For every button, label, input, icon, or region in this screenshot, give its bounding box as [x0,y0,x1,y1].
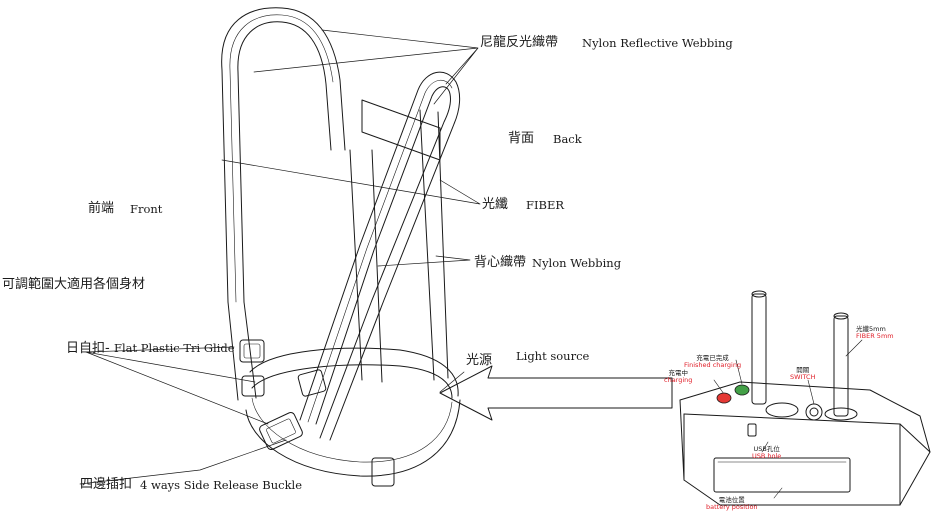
label-light-source-en: Light source [516,349,590,363]
device-switch-cn: 開關 [796,366,810,374]
usb-port [747,423,757,437]
label-front-en: Front [130,202,163,216]
label-vest-webbing-cn: 背心織帶 [474,255,527,270]
label-light-source-cn: 光源 [466,353,493,368]
leader-buckle [79,439,287,485]
device-finished-en: Finished charging [684,361,742,370]
device-usb-en: USB hole [752,452,782,461]
device-battery-cn: 電池位置 [718,496,745,504]
back-strap-outer [221,7,346,303]
led-finished [734,384,750,396]
device-label-usb: USB孔位 USB hole [752,445,782,461]
light-source-device [679,290,931,506]
device-label-switch: 開關 SWITCH [790,366,816,382]
label-buckle-en: 4 ways Side Release Buckle [140,478,303,492]
waist-belt-top [249,347,459,397]
device-label-charging: 充電中 charging [664,369,693,385]
device-fiber-en: FIBER 5mm [856,332,894,341]
shoulder-strap-outer [299,71,461,441]
device-label-fiber: 光纖5mm FIBER 5mm [856,325,894,341]
light-source-arrow [439,365,673,421]
tri-glide-left [239,339,265,363]
device-charging-en: charging [664,376,693,385]
label-back-en: Back [553,132,582,146]
device-finished-cn: 充電已完成 [696,354,729,362]
fiber-rod-right [833,315,849,417]
led-charging [716,392,732,404]
label-nylon-reflective-cn: 尼龍反光織帶 [480,35,559,50]
label-vest-webbing-en: Nylon Webbing [532,256,622,270]
label-front-cn: 前端 [88,201,115,216]
leader-triglide [85,346,269,425]
label-tri-glide-cn: 日自扣- [66,341,110,356]
battery-compartment [713,457,851,493]
device-usb-cn: USB孔位 [753,445,780,453]
back-strap-inner [237,21,332,303]
label-tri-glide-en: Flat Plastic Tri Glide [114,341,235,355]
device-label-finished: 充電已完成 Finished charging [684,354,742,370]
leader-fiber [221,159,481,205]
device-fiber-cn: 光纖5mm [856,325,886,333]
logo-emblem [765,402,799,418]
device-switch-en: SWITCH [790,373,816,382]
device-battery-en: battery position [706,503,758,512]
label-adjustable-cn: 可調範圍大適用各個身材 [2,277,146,292]
label-back-cn: 背面 [508,131,535,146]
shoulder-strap-inner [315,86,451,439]
label-nylon-reflective-en: Nylon Reflective Webbing [582,36,733,50]
leader-webbing [377,255,471,267]
device-label-battery: 電池位置 battery position [706,496,758,512]
label-buckle-cn: 四邊插扣 [80,477,133,492]
fiber-rod-left [751,293,767,405]
tri-glide-right [297,369,327,397]
switch-knob [805,403,823,421]
waist-belt-bottom [245,399,461,477]
leader-reflective [253,29,479,105]
label-fiber-en: FIBER [526,198,565,212]
vest-webbing [349,149,383,383]
leader-light [439,371,465,393]
device-charging-cn: 充電中 [668,369,688,377]
side-release-buckle [259,412,303,450]
label-fiber-cn: 光纖 [482,197,509,212]
